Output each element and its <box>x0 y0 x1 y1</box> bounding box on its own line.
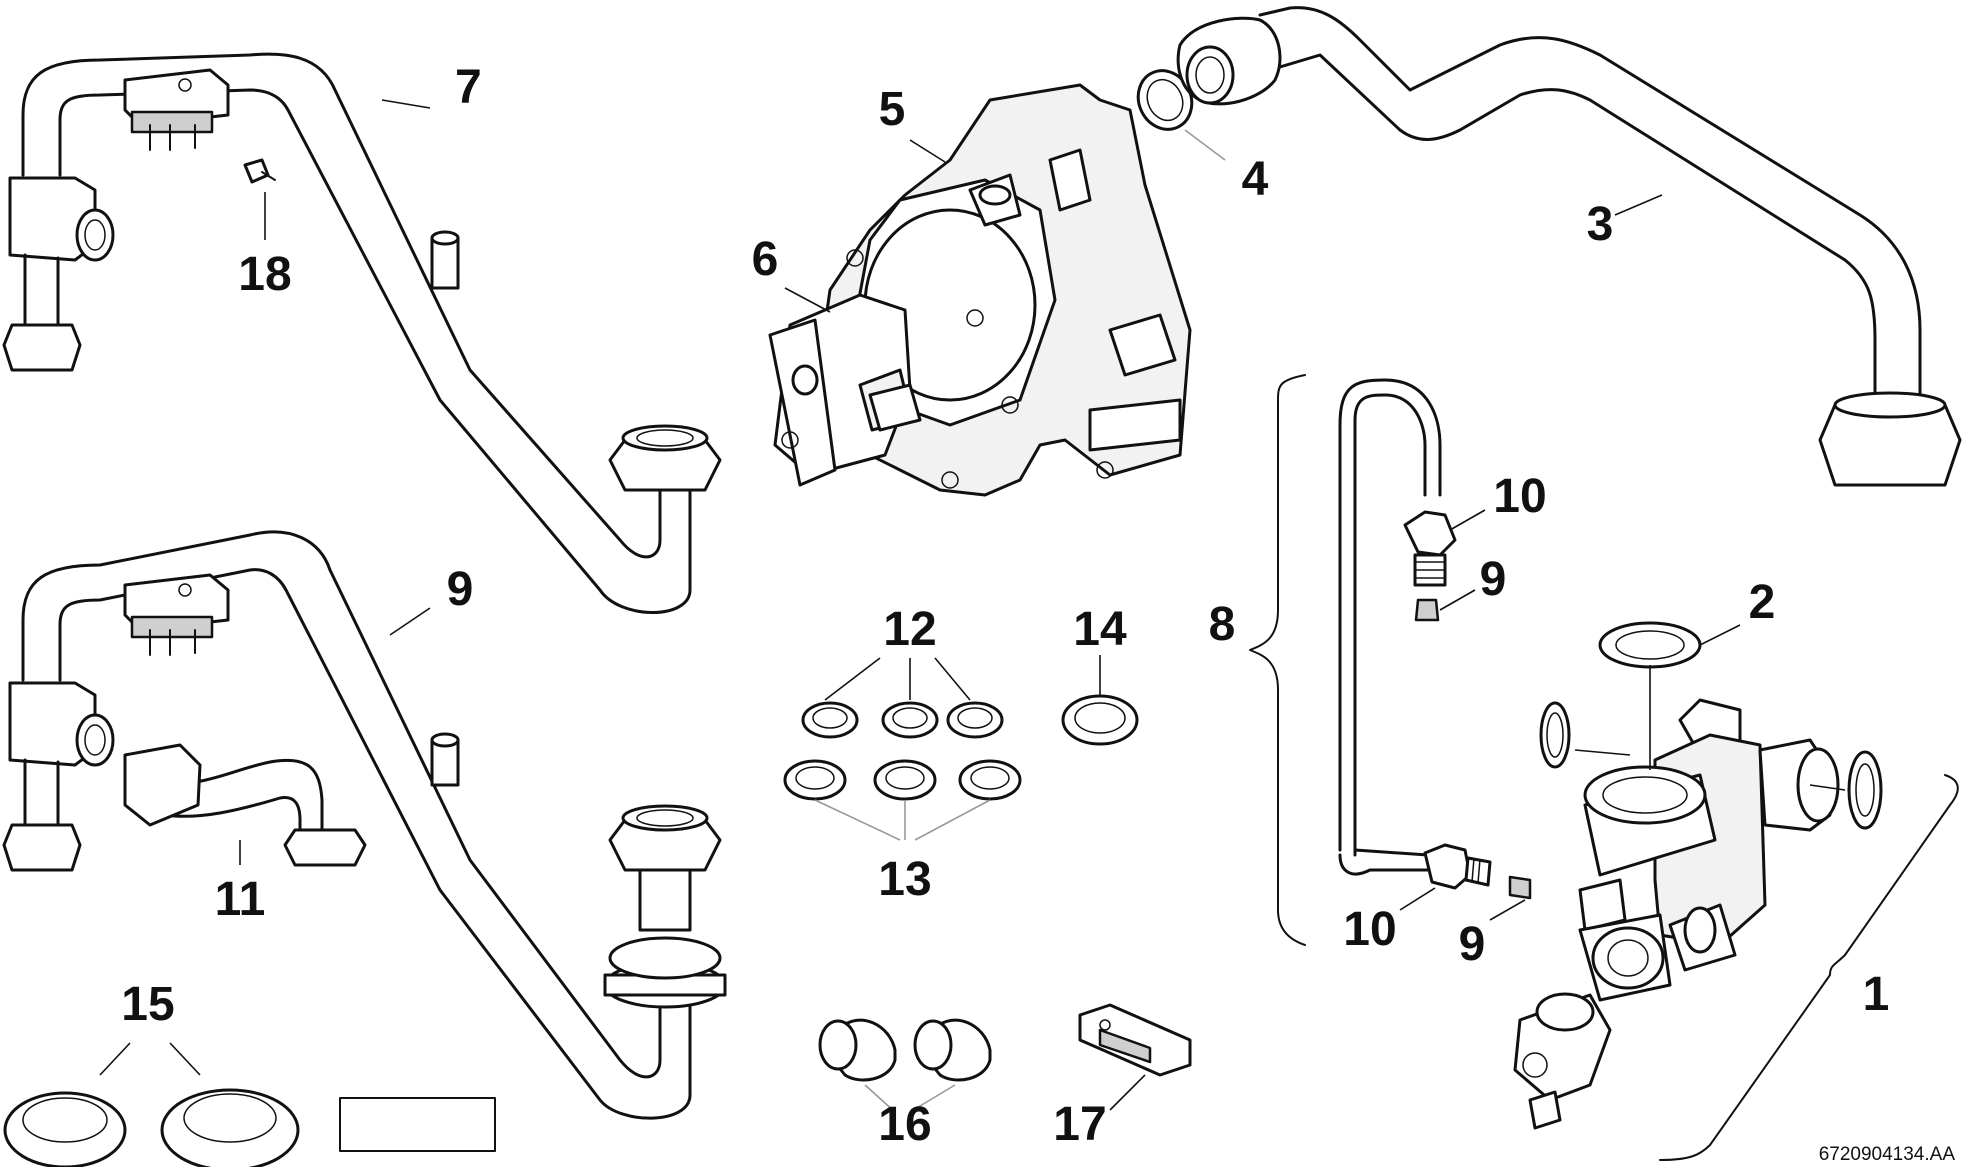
leader-lines <box>99 99 1846 1113</box>
callout-3: 3 <box>1587 198 1614 251</box>
pipe-3 <box>1176 6 1962 487</box>
callout-10-top: 10 <box>1493 470 1546 523</box>
callout-6: 6 <box>752 233 779 286</box>
valve-body-1 <box>1513 698 1883 1130</box>
callout-14: 14 <box>1073 603 1127 656</box>
olive-9-low <box>1508 875 1532 900</box>
callout-13: 13 <box>878 853 931 906</box>
flow-switch-top <box>123 68 230 151</box>
washers-13 <box>783 759 1022 801</box>
nut-10-top <box>1403 510 1457 587</box>
olive-9-top <box>1414 598 1440 622</box>
callout-11: 11 <box>215 873 266 926</box>
callout-7: 7 <box>455 61 482 114</box>
coil-6 <box>768 293 922 487</box>
callout-10-low: 10 <box>1343 903 1396 956</box>
seal-2 <box>1598 621 1702 669</box>
callout-1: 1 <box>1863 968 1890 1021</box>
caps-16 <box>818 1018 992 1082</box>
flow-switch-bottom <box>123 573 230 656</box>
callout-15: 15 <box>121 978 174 1031</box>
callout-16: 16 <box>878 1098 931 1151</box>
callout-4: 4 <box>1242 153 1269 206</box>
callout-5: 5 <box>879 83 906 136</box>
callout-8: 8 <box>1209 598 1236 651</box>
washers-12 <box>801 701 1004 739</box>
drawing-reference: 6720904134.AA <box>1819 1144 1956 1165</box>
nut-10-low <box>1423 843 1492 890</box>
callout-18: 18 <box>238 248 291 301</box>
sensor-17 <box>1078 1003 1192 1077</box>
callout-17: 17 <box>1053 1098 1106 1151</box>
callout-9-low: 9 <box>1459 918 1486 971</box>
callout-9-top: 9 <box>1480 553 1507 606</box>
pipe-assembly-9 <box>2 530 727 1120</box>
bracket-1 <box>1659 774 1959 1161</box>
screw-18 <box>243 158 276 184</box>
pipe-assembly-7 <box>2 52 722 614</box>
blank-box <box>339 1097 496 1152</box>
washer-14 <box>1061 694 1139 746</box>
o-ring-4 <box>1136 69 1194 131</box>
callout-2: 2 <box>1749 576 1776 629</box>
capillary-8 <box>1249 374 1532 946</box>
callout-9-left: 9 <box>447 563 474 616</box>
seals-15 <box>3 1088 496 1167</box>
callout-labels: 7 18 5 6 4 3 9 11 12 13 14 15 16 17 8 10… <box>121 61 1889 1151</box>
bent-pipe-11 <box>123 743 367 867</box>
callout-12: 12 <box>883 603 936 656</box>
